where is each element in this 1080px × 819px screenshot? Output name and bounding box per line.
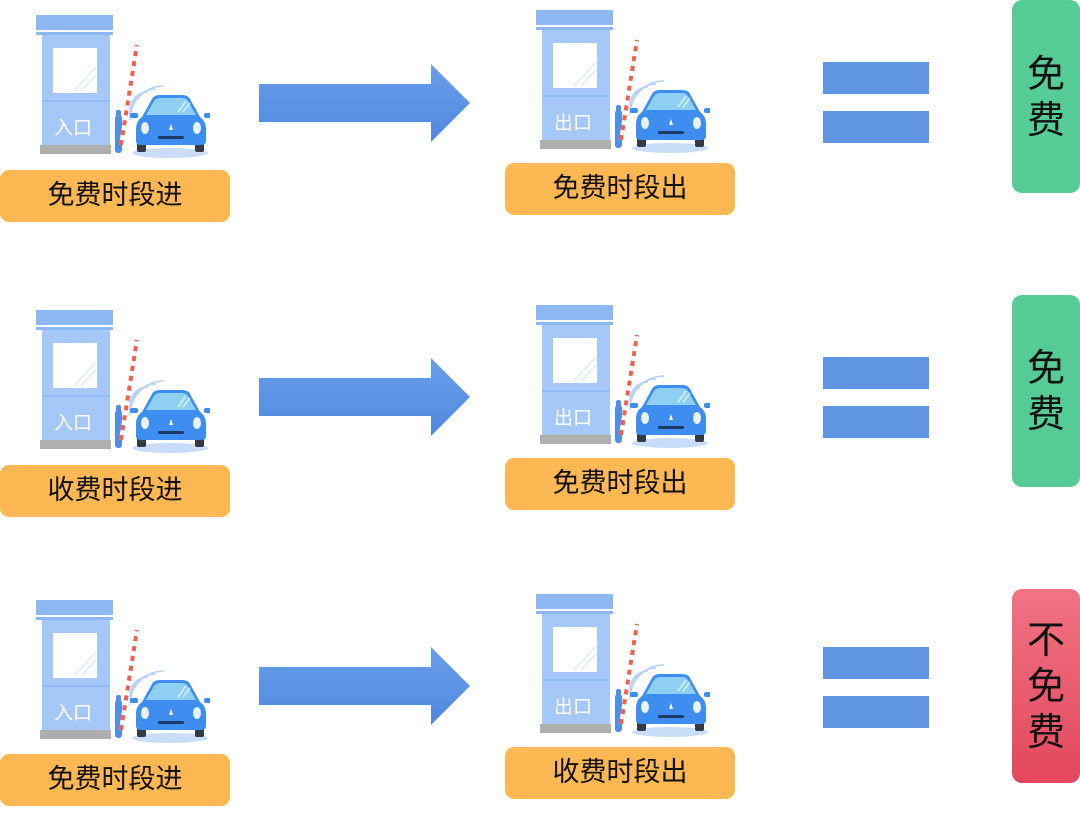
arrow-right-icon [258, 63, 473, 143]
entry-time-label: 免费时段进 [0, 170, 230, 222]
exit-sign: 出口 [554, 407, 593, 429]
exit-scene: 出口 [530, 10, 710, 160]
exit-time-label: 免费时段出 [505, 458, 735, 510]
result-badge-free: 免 费 [1012, 0, 1080, 193]
entry-time-label: 收费时段进 [0, 465, 230, 517]
entry-scene: 入口 [30, 15, 210, 165]
entry-sign: 入口 [54, 702, 93, 724]
equals-icon [823, 647, 929, 729]
scenario-row-3: 入口 免费时段进 出口 收费时段出 不 免 费 [0, 589, 1080, 819]
equals-icon [823, 62, 929, 144]
scenario-row-1: 入口 免费时段进 出口 免费时段出 免 费 [0, 0, 1080, 230]
exit-scene: 出口 [530, 305, 710, 455]
exit-time-label: 收费时段出 [505, 747, 735, 799]
entry-scene: 入口 [30, 310, 210, 460]
entry-scene: 入口 [30, 600, 210, 750]
toll-booth-car-illustration [30, 600, 210, 750]
toll-booth-car-illustration [30, 15, 210, 165]
result-badge-not-free: 不 免 费 [1012, 589, 1080, 783]
toll-booth-car-illustration [530, 305, 710, 455]
toll-booth-car-illustration [30, 310, 210, 460]
scenario-row-2: 入口 收费时段进 出口 免费时段出 免 费 [0, 295, 1080, 525]
exit-sign: 出口 [554, 112, 593, 134]
entry-sign: 入口 [54, 117, 93, 139]
toll-booth-car-illustration [530, 10, 710, 160]
entry-sign: 入口 [54, 412, 93, 434]
exit-sign: 出口 [554, 696, 593, 718]
entry-time-label: 免费时段进 [0, 754, 230, 806]
equals-icon [823, 357, 929, 439]
exit-time-label: 免费时段出 [505, 163, 735, 215]
arrow-right-icon [258, 646, 473, 726]
result-badge-free: 免 费 [1012, 295, 1080, 487]
arrow-right-icon [258, 357, 473, 437]
toll-booth-car-illustration [530, 594, 710, 744]
exit-scene: 出口 [530, 594, 710, 744]
